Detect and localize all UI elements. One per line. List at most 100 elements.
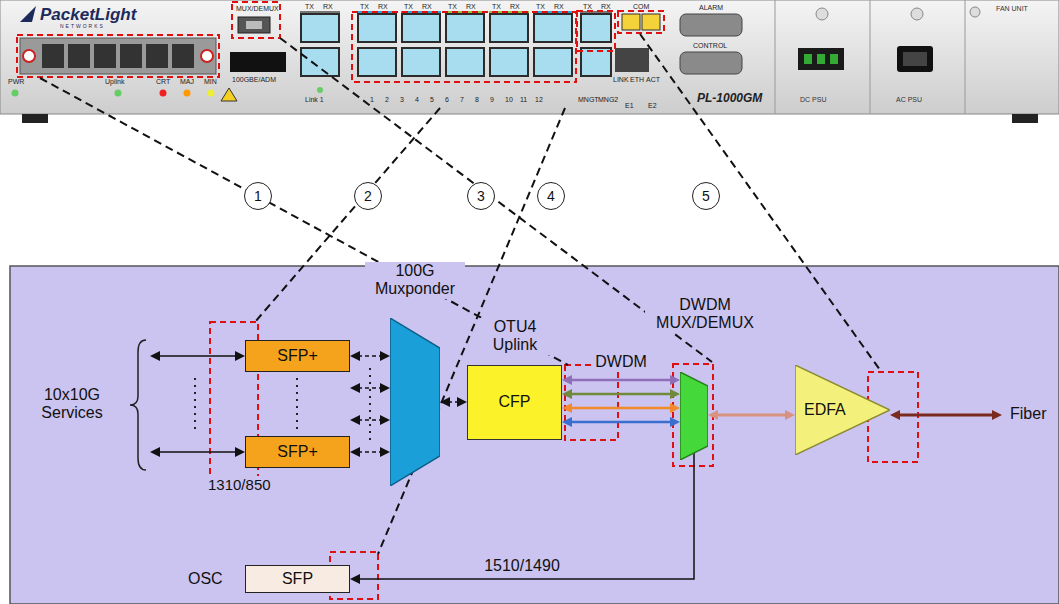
connector	[562, 389, 572, 399]
mux-trapezoid: DWDM MUX/DEMUX	[640, 296, 770, 462]
panel-label: RX	[510, 3, 520, 11]
connector	[562, 389, 680, 399]
sfp-cage	[401, 13, 441, 43]
connector	[670, 389, 680, 399]
sfp-cage	[491, 49, 527, 75]
connector	[440, 397, 450, 407]
sfp-cage	[403, 15, 439, 41]
psu-module	[830, 54, 838, 64]
device-chassis	[1012, 114, 1038, 123]
panel-label: TX	[404, 3, 413, 11]
signal-arrow	[150, 447, 160, 457]
callout-number: 4	[537, 182, 565, 210]
psu-module	[897, 46, 933, 72]
sfp-cage	[489, 13, 529, 43]
psu-module	[970, 7, 980, 17]
device-chassis	[0, 0, 1059, 114]
trapezoid-shape	[390, 318, 440, 486]
panel-label: ETH	[630, 76, 644, 84]
diagram-panel	[10, 266, 1059, 604]
panel-label: 8	[475, 96, 479, 104]
connector	[246, 21, 262, 29]
connector-label: DWDM	[593, 353, 649, 371]
uplink-rj45-block	[23, 50, 35, 62]
connector	[670, 375, 680, 385]
sfp-cage	[447, 49, 483, 75]
warning-triangle	[221, 88, 237, 101]
ellipsis-dots	[369, 368, 371, 440]
sfp-cage	[445, 13, 485, 43]
connector	[350, 574, 360, 584]
sfp-cage	[582, 49, 610, 75]
sfp-cage	[357, 47, 397, 77]
uplink-rj45-block	[146, 44, 168, 68]
signal-arrow	[898, 414, 994, 417]
shape-heading: OTU4 Uplink	[480, 318, 550, 355]
connector	[622, 14, 640, 30]
panel-label: E1	[625, 102, 634, 110]
signal-arrow	[350, 415, 360, 425]
device-chassis	[0, 0, 1059, 123]
connector	[615, 48, 649, 72]
psu-module	[903, 52, 927, 66]
panel-label: MNG2	[598, 96, 618, 104]
connector	[562, 403, 572, 413]
panel-label: RX	[323, 3, 333, 11]
panel-label: RX	[554, 3, 564, 11]
signal-arrow	[150, 351, 160, 361]
uplink-rj45-block	[68, 44, 90, 68]
connector	[358, 451, 382, 453]
leader-line	[40, 34, 880, 554]
connector	[670, 403, 680, 413]
connector	[350, 447, 390, 457]
panel-label: MIN	[204, 78, 217, 86]
signal-arrow	[235, 447, 245, 457]
callout-highlight	[17, 2, 664, 82]
callout-highlight	[232, 2, 280, 38]
signal-arrow	[358, 419, 382, 421]
brace	[130, 340, 146, 470]
connector	[238, 17, 270, 33]
connector	[708, 410, 795, 420]
device-chassis	[870, 0, 871, 114]
connector	[380, 447, 390, 457]
diagram-label: Fiber	[1008, 405, 1048, 423]
signal-arrow	[158, 355, 237, 357]
ellipsis-dots	[296, 378, 298, 430]
ellipsis-dots	[194, 378, 196, 430]
callout-highlight	[210, 322, 918, 599]
panel-label: TX	[360, 3, 369, 11]
connector-label: 1510/1490	[482, 557, 562, 575]
panel-label: ALARM	[699, 4, 723, 12]
sfp-cage	[535, 15, 571, 41]
uplink-rj45-block	[201, 50, 213, 62]
shape-heading: DWDM MUX/DEMUX	[645, 296, 765, 333]
connector	[716, 414, 787, 417]
panel-label: Link 1	[305, 96, 324, 104]
panel-label: TX	[583, 3, 592, 11]
panel-label: RX	[378, 3, 388, 11]
connector	[562, 403, 680, 413]
connector	[785, 410, 795, 420]
connector	[708, 410, 718, 420]
uplink-rj45-block	[120, 44, 142, 68]
panel-label: TX	[492, 3, 501, 11]
callout-highlight	[577, 11, 615, 51]
panel-label: RX	[466, 3, 476, 11]
sfp-cage	[359, 49, 395, 75]
panel-label: 1	[370, 96, 374, 104]
amplifier-triangle: EDFA	[795, 365, 890, 455]
psu-module	[798, 7, 980, 72]
panel-label: PL-1000GM	[697, 92, 762, 106]
trapezoid-shape	[390, 318, 440, 486]
panel-label: FAN UNIT	[996, 5, 1028, 13]
signal-arrow	[380, 415, 390, 425]
sfp-cage	[491, 15, 527, 41]
sfp-cage	[300, 11, 612, 77]
connector	[562, 417, 680, 427]
connector	[570, 393, 672, 396]
leader-line	[640, 34, 880, 370]
sfp-cage	[401, 47, 441, 77]
panel-label: 6	[445, 96, 449, 104]
